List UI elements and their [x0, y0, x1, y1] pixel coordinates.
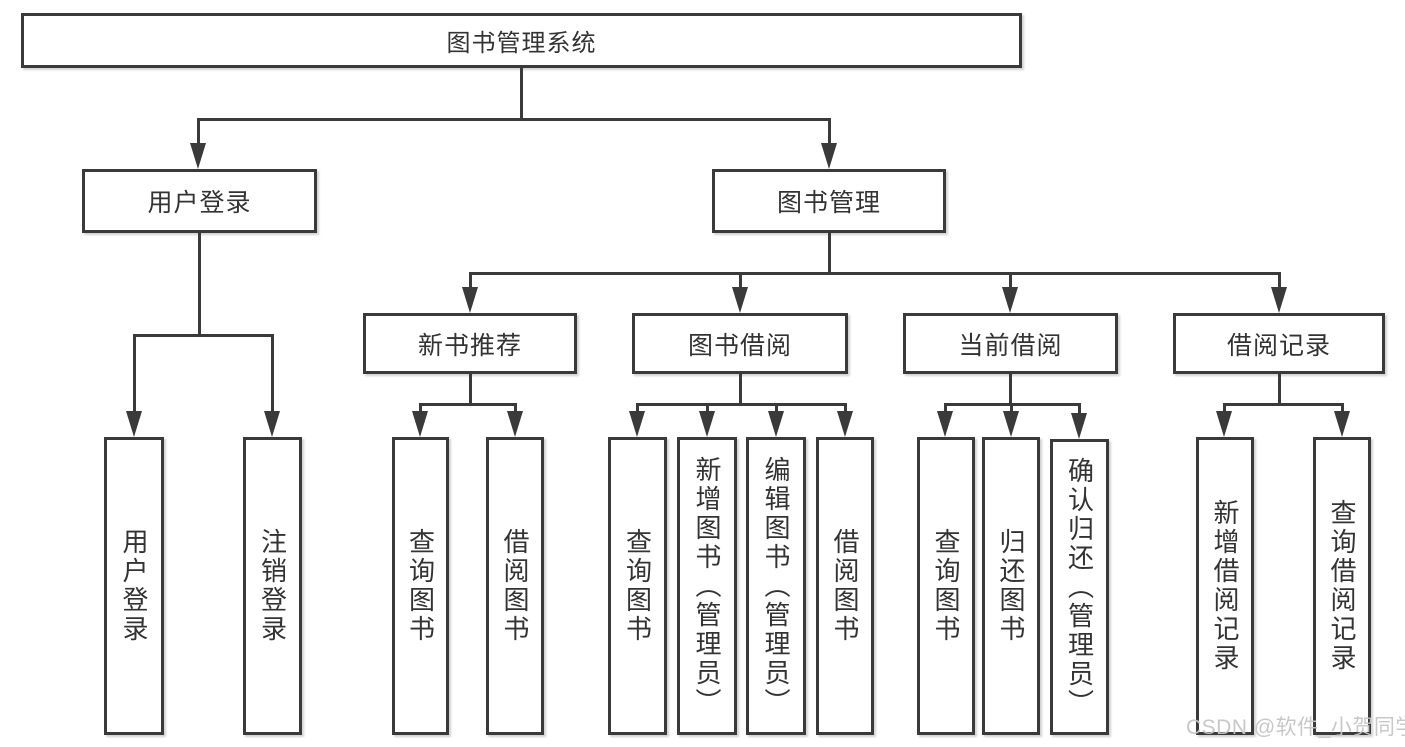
connector-drop-cb2 — [1010, 403, 1013, 415]
connector-records-stem — [1278, 374, 1281, 405]
arrow-to-bb-query — [629, 411, 645, 437]
connector-drop-current-borrow — [1009, 272, 1012, 290]
connector-drop-cb1 — [944, 403, 947, 415]
leaf-return-books: 归还图书 — [982, 437, 1040, 735]
connector-drop-bb4 — [844, 403, 847, 415]
arrow-to-nb-borrow — [507, 411, 523, 437]
node-book-management-branch: 图书管理 — [712, 169, 946, 233]
leaf-query-borrow-record: 查询借阅记录 — [1313, 437, 1371, 735]
connector-drop-login-leaf — [133, 334, 136, 413]
arrow-to-logout-leaf — [264, 411, 280, 437]
leaf-query-books-borrowing: 查询图书 — [608, 437, 667, 735]
leaf-borrow-books: 借阅图书 — [816, 437, 874, 735]
leaf-user-login: 用户登录 — [104, 437, 164, 735]
connector-drop-book-mgmt — [828, 118, 831, 146]
arrow-to-user-login — [190, 143, 206, 169]
node-current-borrowing: 当前借阅 — [903, 313, 1118, 374]
connector-split-book-borrow — [636, 403, 847, 406]
connector-drop-nb2 — [514, 403, 517, 415]
leaf-edit-books-admin: 编辑图书（管理员） — [746, 437, 806, 735]
node-book-borrowing: 图书借阅 — [632, 313, 848, 374]
node-new-book-recommend: 新书推荐 — [363, 313, 577, 374]
connector-drop-records — [1278, 272, 1281, 290]
connector-drop-logout-leaf — [271, 334, 274, 413]
leaf-add-books-admin: 新增图书（管理员） — [677, 437, 737, 735]
connector-new-book-stem — [469, 374, 472, 405]
leaf-query-books-recommend: 查询图书 — [392, 437, 449, 735]
connector-drop-bb2 — [706, 403, 709, 415]
node-root-library-system: 图书管理系统 — [21, 13, 1022, 68]
connector-split-records — [1223, 403, 1344, 406]
arrow-to-cb-return — [1003, 411, 1019, 437]
connector-split-new-book — [419, 403, 517, 406]
leaf-query-books-current: 查询图书 — [917, 437, 975, 735]
node-user-login-branch: 用户登录 — [82, 169, 317, 233]
connector-book-mgmt-stem — [828, 233, 831, 273]
arrow-to-cb-confirm — [1071, 413, 1087, 439]
leaf-borrow-books-recommend: 借阅图书 — [486, 437, 544, 735]
connector-drop-bb3 — [775, 403, 778, 415]
arrow-to-current-borrow — [1002, 287, 1018, 313]
arrow-to-book-borrow — [732, 287, 748, 313]
connector-drop-rc2 — [1341, 403, 1344, 415]
connector-user-login-stem — [198, 233, 201, 335]
connector-drop-nb1 — [419, 403, 422, 415]
arrow-to-nb-query — [412, 411, 428, 437]
arrow-to-new-book — [462, 287, 478, 313]
connector-drop-rc1 — [1223, 403, 1226, 415]
csdn-watermark: CSDN @软件_小贺同学 — [1186, 716, 1405, 739]
connector-drop-cb3 — [1078, 403, 1081, 415]
arrow-to-rc-query — [1334, 411, 1350, 437]
arrow-to-book-mgmt — [821, 143, 837, 169]
connector-drop-user-login — [197, 118, 200, 146]
arrow-to-bb-borrow — [837, 411, 853, 437]
arrow-to-bb-edit — [768, 411, 784, 437]
arrow-to-rc-add — [1216, 411, 1232, 437]
leaf-logout: 注销登录 — [243, 437, 302, 735]
connector-drop-bb1 — [636, 403, 639, 415]
connector-drop-book-borrow — [739, 272, 742, 290]
leaf-add-borrow-record: 新增借阅记录 — [1196, 437, 1254, 735]
connector-drop-new-book — [469, 272, 472, 290]
connector-current-borrow-stem — [1009, 374, 1012, 405]
arrow-to-login-leaf — [126, 411, 142, 437]
connector-split-level2 — [197, 118, 831, 121]
arrow-to-cb-query — [937, 411, 953, 437]
node-borrowing-records: 借阅记录 — [1173, 313, 1385, 374]
leaf-confirm-return-admin: 确认归还（管理员） — [1050, 439, 1109, 735]
arrow-to-bb-add — [699, 411, 715, 437]
connector-root-stem — [520, 68, 523, 119]
connector-split-level3 — [469, 272, 1281, 275]
arrow-to-records — [1271, 287, 1287, 313]
connector-book-borrow-stem — [739, 374, 742, 405]
connector-split-user-login — [133, 334, 274, 337]
